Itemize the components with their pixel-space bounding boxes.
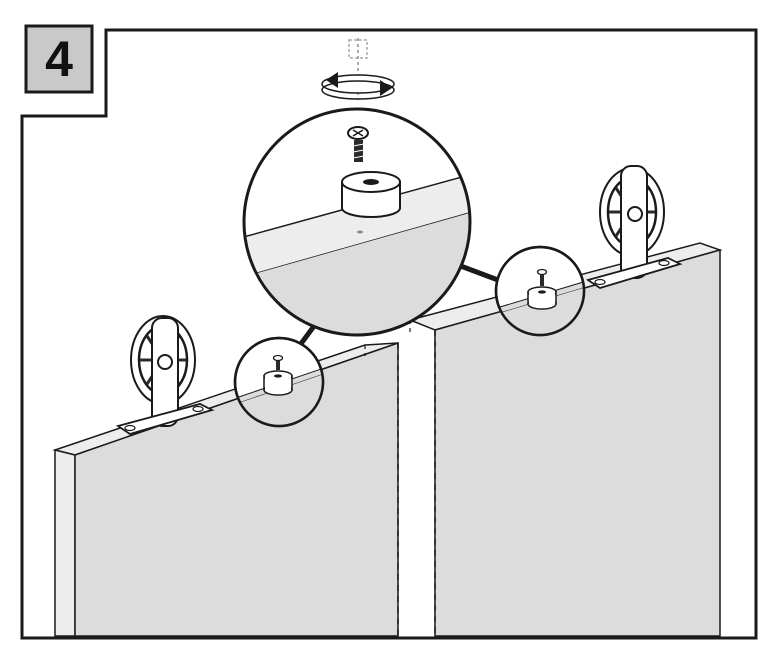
clockwise-rotation-arrow-icon	[321, 72, 395, 100]
screwdriver-tool	[348, 38, 368, 100]
callout-connector-right	[457, 262, 499, 283]
left-hanger-plate	[115, 403, 215, 435]
step-badge-box	[24, 24, 94, 94]
left-roller-hanger	[115, 315, 215, 435]
right-detail-callout	[494, 245, 586, 337]
right-hanger-strap	[620, 165, 648, 279]
magnified-detail-callout	[242, 107, 472, 337]
left-door-side-edge	[54, 449, 76, 637]
left-detail-callout	[233, 336, 325, 428]
right-hanger-plate	[585, 257, 683, 289]
left-hanger-strap	[151, 317, 179, 427]
spacer-washer-icon	[341, 171, 401, 218]
right-roller-hanger	[585, 165, 683, 289]
step-number: 4	[45, 31, 73, 87]
screw-icon	[347, 126, 369, 162]
